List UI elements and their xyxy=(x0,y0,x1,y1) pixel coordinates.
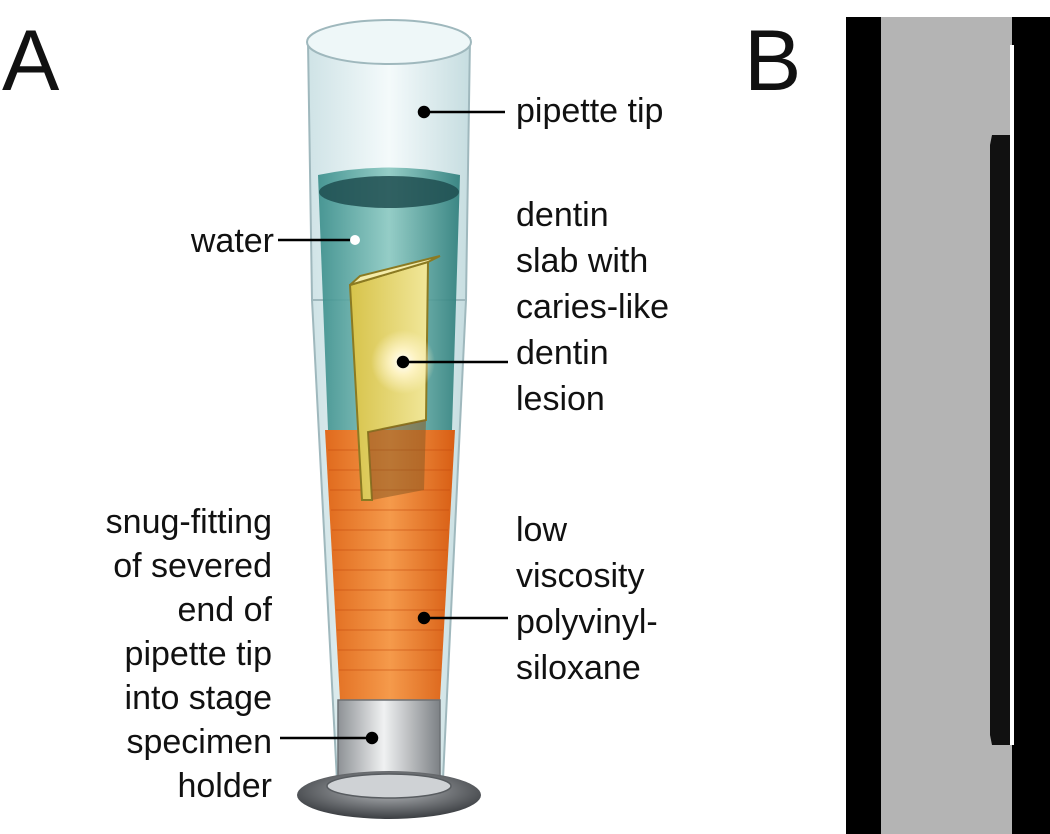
panel-b-radiograph xyxy=(846,17,1050,834)
panel-a-letter: A xyxy=(2,13,60,109)
siloxane-region xyxy=(325,430,455,700)
pipette-tip-illustration xyxy=(297,19,481,819)
water-surface xyxy=(319,176,459,208)
label-snug-fitting: snug-fitting of severed end of pipette t… xyxy=(105,503,272,805)
dentin-slab-embedded xyxy=(368,420,426,500)
label-siloxane: low viscosity polyvinyl- siloxane xyxy=(516,511,658,687)
panel-b-letter: B xyxy=(744,13,802,109)
label-pipette-tip: pipette tip xyxy=(516,92,664,130)
stage-holder-base-top xyxy=(326,773,452,799)
label-dentin-slab: dentin slab with caries-like dentin lesi… xyxy=(516,196,670,418)
pipette-tip-rim xyxy=(306,19,472,65)
radiograph-edge-line xyxy=(1010,45,1014,745)
label-water: water xyxy=(190,222,274,260)
radiograph-slab xyxy=(990,135,1010,745)
leader-lines xyxy=(278,105,508,745)
dentin-slab-top xyxy=(349,255,441,286)
